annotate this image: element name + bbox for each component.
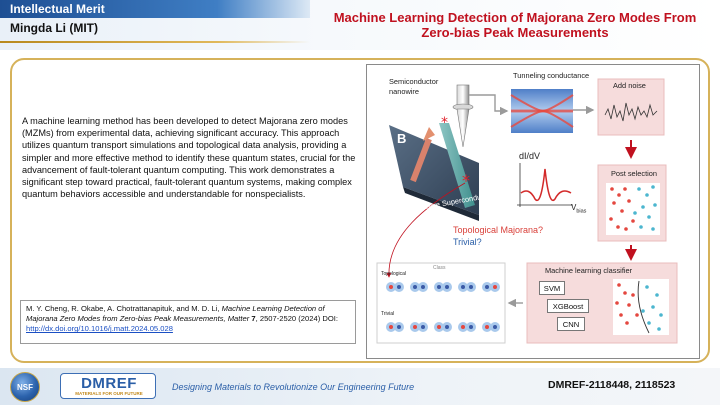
section-label-strip: Intellectual Merit (0, 0, 310, 18)
didv-label: dI/dV (519, 151, 541, 161)
citation-title: Machine Learning Detection of Majorana Z… (26, 304, 325, 324)
dmref-logo: DMREF MATERIALS FOR OUR FUTURE (60, 373, 156, 399)
workflow-diagram: * * (376, 78, 678, 344)
superconductor-slab (389, 125, 479, 215)
classifier-title: Machine learning classifier (545, 266, 633, 275)
stm-tip-body (456, 84, 470, 108)
conductance-branch-bottom (510, 109, 574, 128)
classifier-points (615, 283, 663, 331)
field-arrow-shaft (410, 137, 432, 183)
trivial-label: Trivial (381, 311, 395, 317)
noise-panel (597, 78, 665, 136)
stm-tip-point (456, 108, 470, 148)
majorana-star-bottom: * (462, 171, 470, 190)
slab-edge (403, 187, 479, 221)
post-selection-points (609, 185, 657, 231)
majorana-star-top: * (441, 115, 448, 131)
nanowire-label: nanowire (389, 87, 419, 96)
vbias-label: Vbias (571, 203, 586, 215)
field-label: B (397, 131, 407, 146)
tunneling-label: Tunneling conductance (513, 71, 590, 80)
author-name: Mingda Li (MIT) (10, 21, 98, 35)
workflow-figure: * * (366, 64, 700, 359)
decision-boundary (637, 280, 650, 334)
zero-bias-peak-curve (520, 168, 572, 202)
classifier-svm: SVM (539, 281, 565, 295)
slide-title: Machine Learning Detection of Majorana Z… (333, 10, 697, 40)
noisy-trace (604, 102, 658, 122)
citation-authors: M. Y. Cheng, R. Okabe, A. Chotrattanapit… (26, 304, 220, 313)
vbias-subscript: bias (576, 208, 587, 215)
doi-link[interactable]: http://dx.doi.org/10.1016/j.matt.2024.05… (26, 324, 173, 334)
section-label: Intellectual Merit (10, 2, 105, 16)
arrow-device-to-class (386, 182, 466, 278)
post-selection-plot (606, 183, 660, 235)
dmref-logo-text: DMREF (81, 375, 137, 392)
citation-box: M. Y. Cheng, R. Okabe, A. Chotrattanapit… (20, 300, 356, 344)
footer-tagline: Designing Materials to Revolutionize Our… (172, 382, 415, 392)
topological-dimers (386, 282, 500, 292)
grant-numbers: DMREF-2118448, 2118523 (548, 379, 676, 391)
field-arrow-head (423, 127, 435, 141)
class-header: Class (433, 265, 446, 271)
vbias-symbol: V (571, 203, 577, 212)
connector-to-conductance (469, 94, 509, 116)
classifier-xgboost: XGBoost (547, 299, 589, 313)
post-selection-label: Post selection (611, 169, 658, 178)
nanowire-shape (439, 123, 475, 208)
add-noise-label: Add noise (613, 81, 646, 90)
header-divider (0, 41, 310, 43)
classifier-plot (613, 279, 669, 335)
summary-paragraph: A machine learning method has been devel… (22, 116, 356, 200)
question-majorana: Topological Majorana? (453, 225, 544, 235)
nsf-logo: NSF (10, 372, 40, 402)
question-trivial: Trivial? (453, 237, 482, 247)
trivial-dimers (386, 322, 500, 332)
citation-volume: 7 (251, 314, 256, 324)
classifier-cnn: CNN (557, 317, 585, 331)
semiconductor-label: Semiconductor (389, 77, 439, 86)
dmref-logo-subtitle: MATERIALS FOR OUR FUTURE (75, 391, 143, 396)
topological-label: Topological (381, 271, 407, 277)
citation-pages: , 2507-2520 (2024) DOI: (255, 314, 338, 324)
